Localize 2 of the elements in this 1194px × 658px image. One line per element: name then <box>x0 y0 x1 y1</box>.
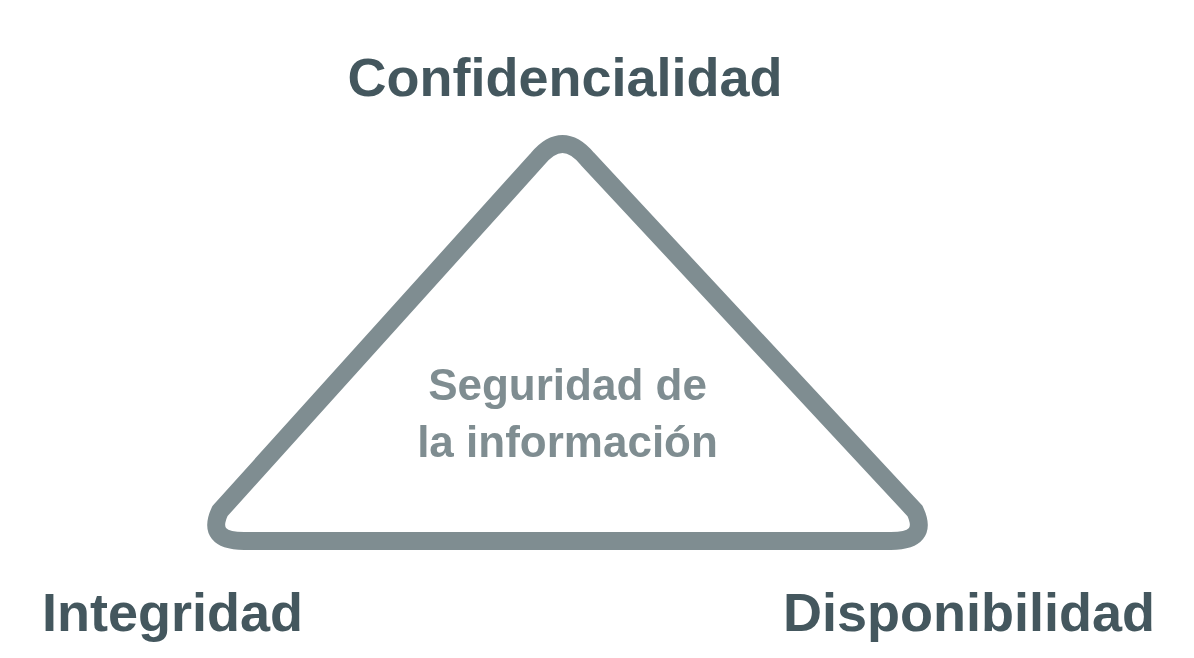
vertex-label: Confidencialidad <box>347 50 783 104</box>
center-label: Seguridad de la información <box>416 359 719 469</box>
